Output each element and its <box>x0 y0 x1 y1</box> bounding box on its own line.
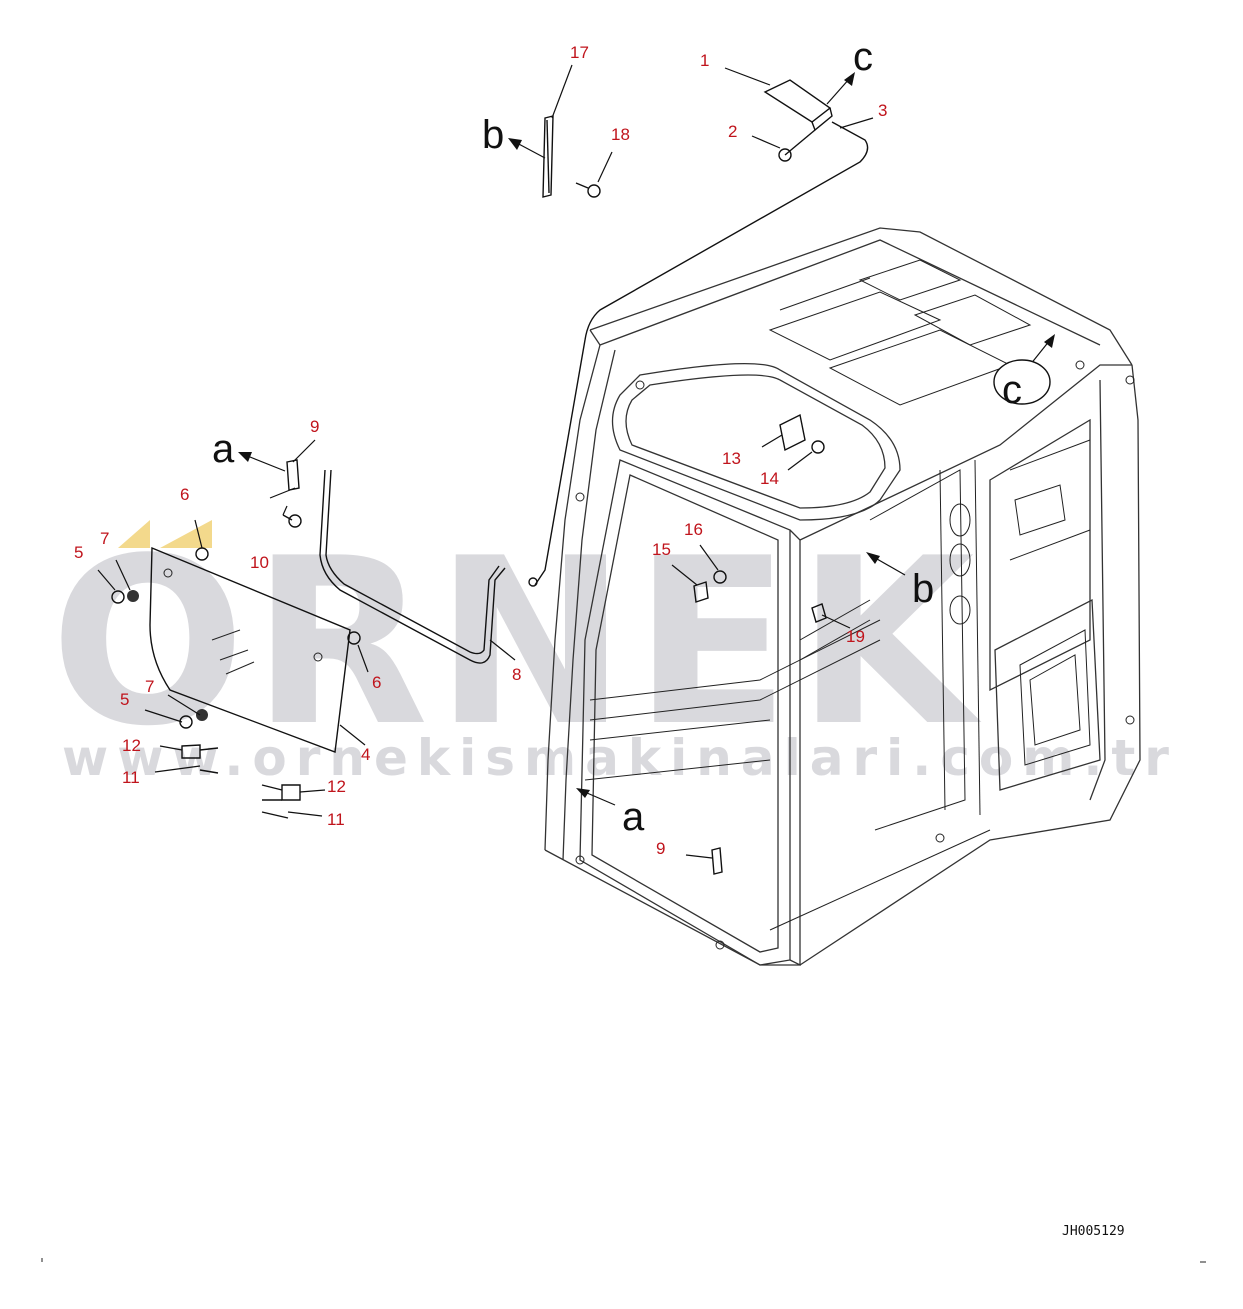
corner-marks <box>41 1258 1206 1263</box>
reference-code: JH005129 <box>1062 1224 1125 1239</box>
callout-10: 10 <box>250 553 269 572</box>
part-10-bolt <box>282 514 302 528</box>
part-2-bolt <box>778 129 816 162</box>
watermark-accent-right <box>160 520 212 548</box>
callout-2: 2 <box>728 122 737 141</box>
callout-5-lower: 5 <box>120 690 129 709</box>
view-letter-a-top: a <box>212 427 235 471</box>
callout-16: 16 <box>684 520 703 539</box>
arrows <box>238 72 1055 806</box>
callout-12-upper: 12 <box>122 736 141 755</box>
callout-11-upper: 11 <box>122 768 140 787</box>
part-9-clip-cab <box>711 847 723 875</box>
part-17-strip <box>542 115 554 198</box>
view-letter-c-cab: c <box>1002 368 1022 412</box>
callout-12-lower: 12 <box>327 777 346 796</box>
view-letter-b-top: b <box>482 113 504 157</box>
part-4-glass <box>149 546 351 753</box>
callout-14: 14 <box>760 469 779 488</box>
view-letter-c-top: c <box>853 35 873 79</box>
part-5-washer <box>111 590 193 729</box>
leader-lines <box>97 64 874 859</box>
callout-1: 1 <box>700 51 709 70</box>
watermark-brand: ORNEK <box>50 510 982 777</box>
callout-7-upper: 7 <box>100 529 109 548</box>
part-9-clip-top <box>286 459 300 491</box>
callout-5-upper: 5 <box>74 543 83 562</box>
harness-wire <box>534 121 869 586</box>
callout-15: 15 <box>652 540 671 559</box>
callout-6-upper: 6 <box>180 485 189 504</box>
part-1-lamp <box>763 79 833 132</box>
part-11-12-clips <box>181 744 301 819</box>
part-7-grommet <box>127 590 208 721</box>
watermark-url: www.ornekismakinalari.com.tr <box>62 729 1178 787</box>
view-letter-b-cab: b <box>912 567 934 611</box>
callout-6-lower: 6 <box>372 673 381 692</box>
part-15-16-bracket <box>693 570 727 603</box>
callout-13: 13 <box>722 449 741 468</box>
callout-18: 18 <box>611 125 630 144</box>
watermark: ORNEK www.ornekismakinalari.com.tr <box>50 510 1178 787</box>
part-19-spring <box>811 603 827 623</box>
callout-4: 4 <box>361 745 370 764</box>
watermark-accent-left <box>118 520 150 548</box>
callouts: 1 2 3 4 5 5 6 6 7 7 8 9 9 10 11 11 12 12… <box>74 43 887 858</box>
callout-9-lower: 9 <box>656 839 665 858</box>
part-8-rod <box>319 469 506 664</box>
callout-7-lower: 7 <box>145 677 154 696</box>
cab-frame <box>544 227 1141 967</box>
view-letters: a b c c b a <box>212 35 1022 839</box>
callout-19: 19 <box>846 627 865 646</box>
view-letter-a-cab: a <box>622 795 645 839</box>
callout-8: 8 <box>512 665 521 684</box>
callout-17: 17 <box>570 43 589 62</box>
part-13-14-bracket <box>779 413 825 454</box>
callout-3: 3 <box>878 101 887 120</box>
callout-9-upper: 9 <box>310 417 319 436</box>
part-18-bolt <box>575 182 601 198</box>
callout-11-lower: 11 <box>327 810 345 829</box>
